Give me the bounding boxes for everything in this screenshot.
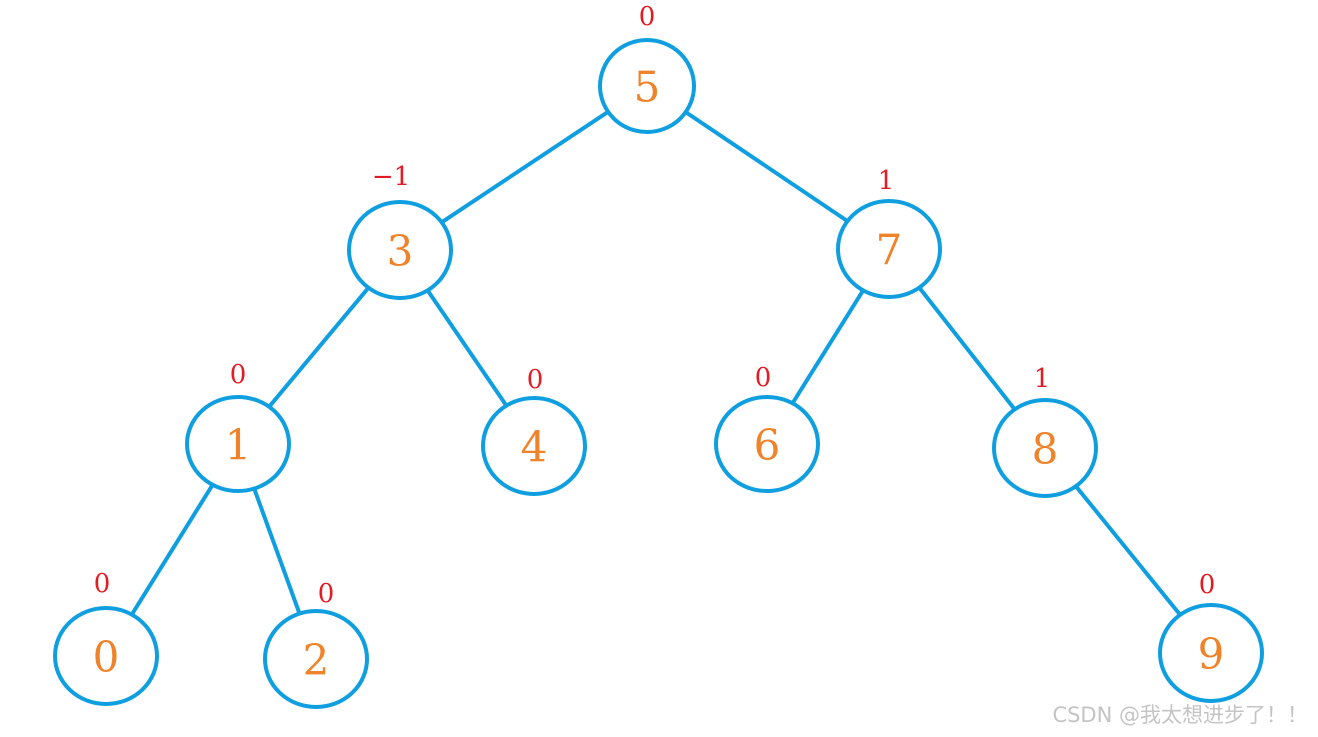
node-key: 8 bbox=[1032, 425, 1059, 474]
balance-factor-labels: 0 −1 1 0 0 0 1 0 0 0 bbox=[94, 2, 1216, 609]
edge-n5-n3 bbox=[439, 109, 611, 225]
node-circle bbox=[714, 395, 820, 493]
tree-edges bbox=[129, 109, 1183, 617]
node-key: 7 bbox=[876, 226, 903, 275]
edge-n8-n9 bbox=[1073, 484, 1183, 617]
balance-factor-0: 0 bbox=[94, 569, 111, 599]
edge-n7-n6 bbox=[790, 288, 866, 406]
node-circle bbox=[598, 38, 696, 134]
tree-node-6: 6 bbox=[714, 395, 820, 493]
node-circle bbox=[263, 609, 369, 709]
balance-factor-5: 0 bbox=[639, 2, 656, 32]
tree-node-5: 5 bbox=[598, 38, 696, 134]
csdn-watermark: CSDN @我太想进步了！！ bbox=[1052, 703, 1308, 727]
node-key: 1 bbox=[225, 421, 252, 470]
edge-n3-n1 bbox=[267, 285, 371, 409]
node-circle bbox=[836, 199, 942, 299]
node-key: 4 bbox=[521, 423, 548, 472]
edge-n3-n4 bbox=[425, 288, 509, 408]
node-key: 0 bbox=[93, 633, 120, 682]
node-circle bbox=[53, 606, 159, 706]
balance-factor-2: 0 bbox=[318, 579, 335, 609]
tree-nodes: 5 3 7 1 4 6 8 0 2 9 bbox=[53, 38, 1264, 709]
balance-factor-4: 0 bbox=[527, 365, 544, 395]
tree-node-4: 4 bbox=[481, 396, 587, 496]
edge-n7-n8 bbox=[917, 285, 1017, 412]
node-key: 5 bbox=[634, 63, 661, 112]
node-key: 3 bbox=[387, 227, 414, 276]
balance-factor-7: 1 bbox=[878, 166, 895, 196]
balance-factor-9: 0 bbox=[1199, 570, 1216, 600]
edge-n1-n0 bbox=[129, 482, 215, 617]
tree-node-0: 0 bbox=[53, 606, 159, 706]
balance-factor-6: 0 bbox=[755, 363, 772, 393]
balance-factor-3: −1 bbox=[372, 162, 410, 192]
tree-node-1: 1 bbox=[185, 395, 291, 493]
tree-node-3: 3 bbox=[347, 200, 453, 300]
node-circle bbox=[481, 396, 587, 496]
edge-n1-n2 bbox=[252, 486, 302, 616]
node-circle bbox=[185, 395, 291, 493]
balance-factor-8: 1 bbox=[1034, 364, 1051, 394]
node-key: 2 bbox=[303, 636, 330, 685]
tree-node-8: 8 bbox=[992, 398, 1098, 498]
balance-factor-1: 0 bbox=[230, 360, 247, 390]
tree-node-2: 2 bbox=[263, 609, 369, 709]
node-circle bbox=[1158, 603, 1264, 703]
tree-node-9: 9 bbox=[1158, 603, 1264, 703]
edge-n5-n7 bbox=[683, 110, 850, 224]
node-circle bbox=[992, 398, 1098, 498]
node-key: 6 bbox=[754, 421, 781, 470]
tree-node-7: 7 bbox=[836, 199, 942, 299]
node-key: 9 bbox=[1198, 630, 1225, 679]
node-circle bbox=[347, 200, 453, 300]
